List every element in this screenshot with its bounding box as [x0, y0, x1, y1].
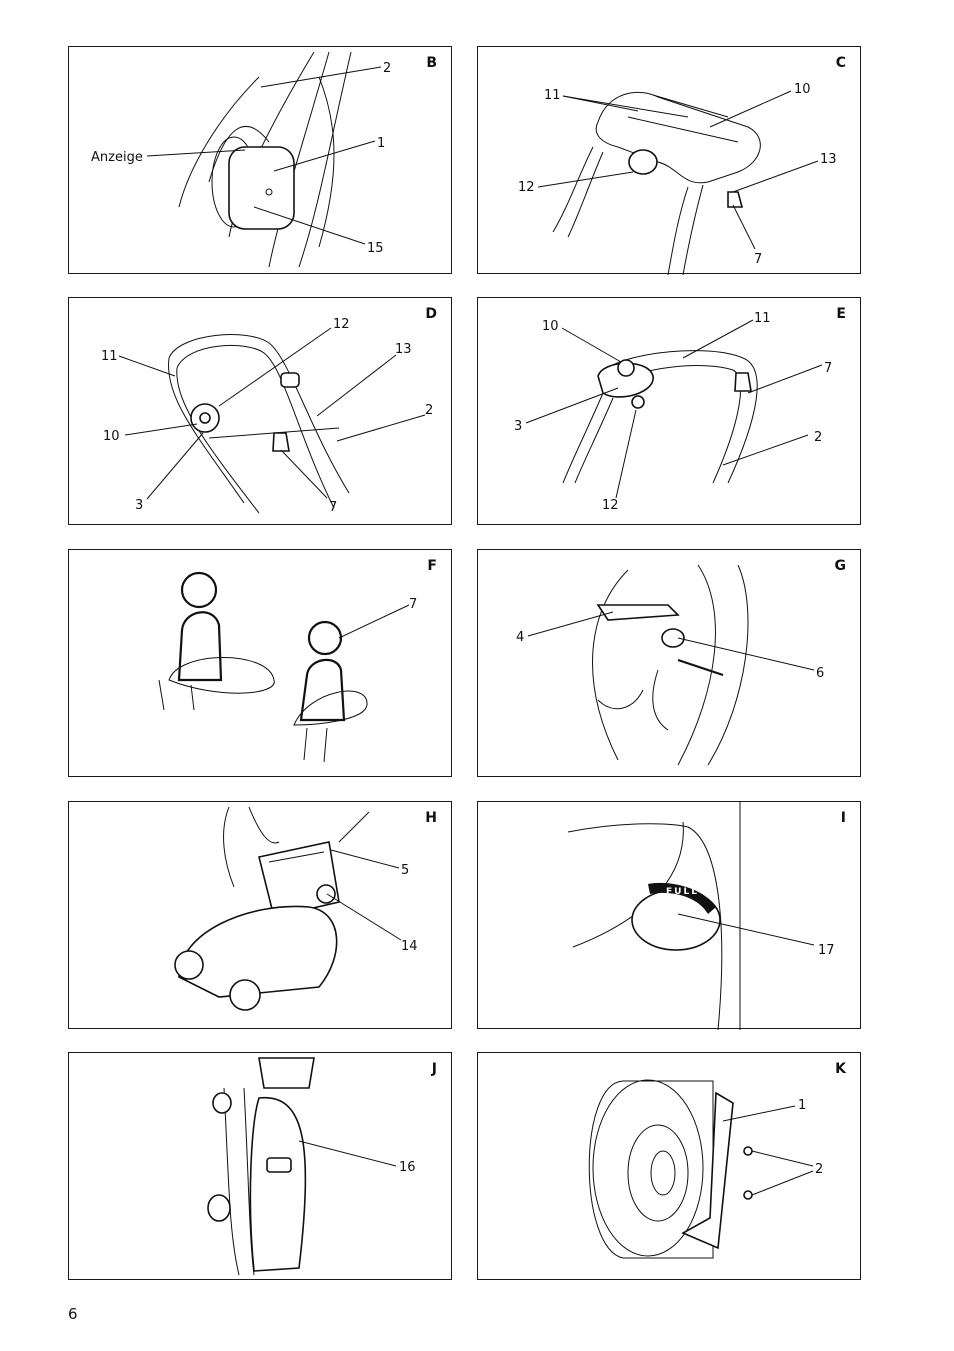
- panel-letter: I: [840, 810, 846, 826]
- panel-k: K 1 2: [477, 1052, 861, 1280]
- panel-letter: J: [431, 1061, 437, 1077]
- panel-letter: H: [425, 810, 437, 826]
- panel-e: E 10 11 7 3 2 12: [477, 297, 861, 525]
- illustration-handle-clamp: [562, 350, 758, 484]
- callout-15: 15: [367, 241, 384, 256]
- full-label: FULL: [666, 887, 699, 897]
- panel-letter: E: [836, 306, 846, 322]
- illustration-storage-upright: [207, 1057, 315, 1276]
- callout-1: 1: [377, 136, 385, 151]
- panel-h: H 5 14: [68, 801, 452, 1029]
- callout-5: 5: [401, 863, 409, 878]
- callouts-d: 12 11 13 2 10 3 7: [101, 317, 433, 515]
- callout-7: 7: [824, 361, 832, 376]
- illustration-blade: [588, 1079, 753, 1259]
- illustration-cable-hook: [158, 571, 368, 763]
- callout-7: 7: [754, 252, 762, 267]
- panel-letter: C: [835, 55, 846, 71]
- panel-letter: G: [834, 558, 847, 574]
- illustration-attaching-catcher: [174, 806, 370, 1011]
- callouts-c: 11 10 13 12 7: [518, 82, 837, 267]
- callouts-f: 7: [338, 597, 417, 639]
- callout-10: 10: [794, 82, 811, 97]
- callout-10: 10: [542, 319, 559, 334]
- panel-i: I FULL 17: [477, 801, 861, 1030]
- panel-c: C 11 10 13 12 7: [477, 46, 861, 275]
- illustration-handle-top: [552, 91, 761, 275]
- illustration-height-adjuster: [178, 51, 352, 268]
- panel-b: B 2 1 Anzeige 15: [68, 46, 452, 274]
- panel-j: J 16: [68, 1052, 452, 1280]
- callout-3: 3: [514, 419, 522, 434]
- callout-12: 12: [333, 317, 350, 332]
- illustration-catcher-mount: [592, 564, 749, 766]
- callout-14: 14: [401, 939, 418, 954]
- callout-2: 2: [815, 1162, 823, 1177]
- callout-7: 7: [329, 500, 337, 515]
- callout-17: 17: [818, 943, 835, 958]
- panel-letter: D: [425, 306, 437, 322]
- illustration-handle-folded: [168, 334, 350, 514]
- callout-3: 3: [135, 498, 143, 513]
- panel-f: F 7: [68, 549, 452, 777]
- panel-letter: K: [835, 1061, 846, 1077]
- callout-2: 2: [814, 430, 822, 445]
- callout-12: 12: [602, 498, 619, 513]
- callout-6: 6: [816, 666, 824, 681]
- panel-g: G 4 6: [477, 549, 861, 777]
- callout-13: 13: [820, 152, 837, 167]
- callout-11: 11: [754, 311, 771, 326]
- callout-anzeige: Anzeige: [91, 150, 143, 165]
- callouts-b: 2 1 Anzeige 15: [91, 61, 391, 256]
- callout-2: 2: [425, 403, 433, 418]
- callouts-g: 4 6: [516, 611, 824, 681]
- callout-12: 12: [518, 180, 535, 195]
- callout-10: 10: [103, 429, 120, 444]
- callout-16: 16: [399, 1160, 416, 1175]
- callouts-e: 10 11 7 3 2 12: [514, 311, 832, 513]
- callout-11: 11: [544, 88, 561, 103]
- panel-letter: B: [426, 55, 437, 71]
- page-number: 6: [68, 1305, 78, 1323]
- callout-7: 7: [409, 597, 417, 612]
- callout-4: 4: [516, 630, 524, 645]
- callouts-k: 1 2: [722, 1098, 823, 1196]
- callouts-i: FULL 17: [666, 887, 835, 958]
- callout-13: 13: [395, 342, 412, 357]
- panel-d: D 12 11 13 2 10 3 7: [68, 297, 452, 525]
- callouts-h: 5 14: [326, 849, 418, 954]
- illustration-fill-indicator: [567, 802, 741, 1030]
- callout-1: 1: [798, 1098, 806, 1113]
- callout-2: 2: [383, 61, 391, 76]
- panel-letter: F: [427, 558, 437, 574]
- callouts-j: 16: [298, 1140, 416, 1175]
- callout-11: 11: [101, 349, 118, 364]
